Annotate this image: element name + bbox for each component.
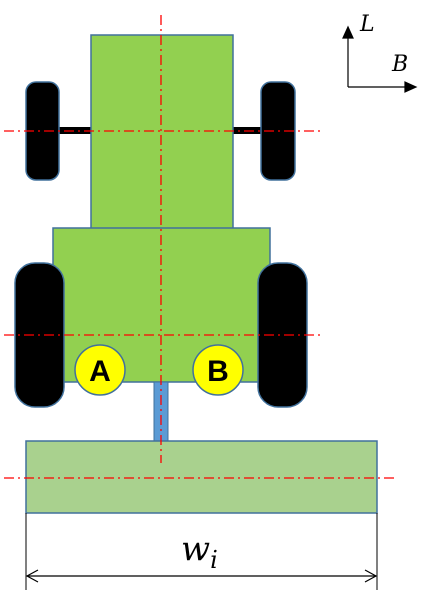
implement-body [25, 440, 378, 514]
front-body [90, 34, 234, 230]
width-dimension-arrow [25, 569, 378, 583]
width-label: wi [181, 529, 218, 574]
lateral-axis-label: B [391, 52, 408, 77]
marker-b-label: B [207, 355, 229, 388]
longitudinal-axis-label: L [359, 12, 375, 37]
coordinate-axes [342, 25, 418, 93]
width-symbol: w [181, 529, 210, 569]
marker-a-label: A [89, 355, 111, 388]
lateral-arrowhead [404, 81, 418, 93]
marker-a: A [74, 344, 126, 396]
width-subscript: i [210, 546, 218, 574]
marker-b: B [192, 344, 244, 396]
longitudinal-arrowhead [342, 25, 354, 39]
centerlines [4, 15, 396, 479]
